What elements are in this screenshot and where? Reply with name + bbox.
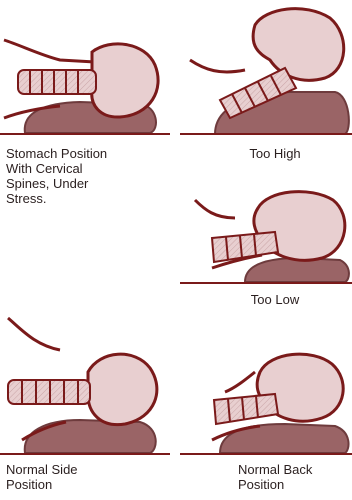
normal-back-illustration	[180, 354, 352, 454]
too-low-illustration	[180, 192, 352, 283]
normal-side-spine	[8, 380, 90, 404]
normal-side-caption-line-1: Normal Side	[6, 462, 78, 477]
too-low-caption: Too Low	[220, 292, 330, 307]
normal-back-caption-line-1: Normal Back	[238, 462, 312, 477]
too-high-illustration	[180, 9, 352, 134]
stomach-caption-line-3: Spines, Under	[6, 176, 107, 191]
too-high-caption-line-1: Too High	[220, 146, 330, 161]
normal-back-caption: Normal Back Position	[238, 462, 312, 492]
normal-side-caption: Normal Side Position	[6, 462, 78, 492]
stomach-caption-line-1: Stomach Position	[6, 146, 107, 161]
normal-back-caption-line-2: Position	[238, 477, 312, 492]
too-low-caption-line-1: Too Low	[220, 292, 330, 307]
normal-side-caption-line-2: Position	[6, 477, 78, 492]
stomach-position-caption: Stomach Position With Cervical Spines, U…	[6, 146, 107, 206]
too-high-caption: Too High	[220, 146, 330, 161]
stomach-caption-line-2: With Cervical	[6, 161, 107, 176]
normal-side-illustration	[0, 318, 170, 454]
too-low-spine	[212, 232, 278, 262]
stomach-position-illustration	[0, 40, 170, 134]
normal-back-spine	[214, 394, 278, 424]
stomach-spine	[18, 70, 96, 94]
stomach-caption-line-4: Stress.	[6, 191, 107, 206]
